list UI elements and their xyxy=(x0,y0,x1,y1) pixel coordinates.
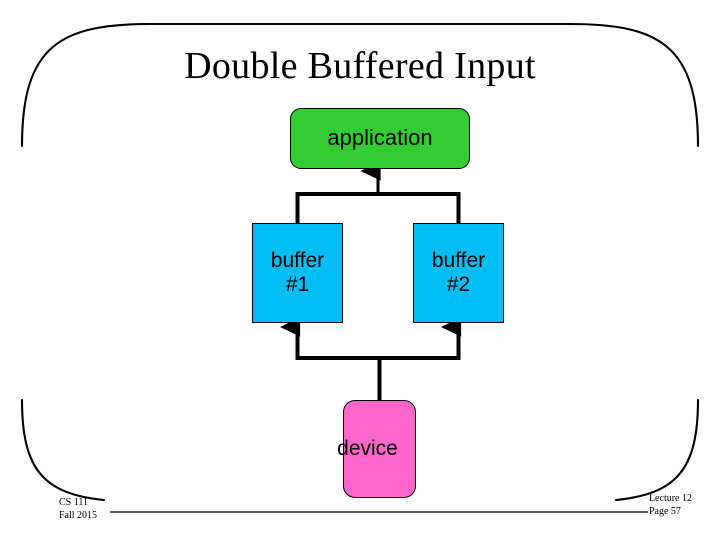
connector-device-to-buffers xyxy=(280,317,462,400)
connector-buffers-to-application xyxy=(295,161,461,223)
diagram-node-buffer-2[interactable]: buffer #2 xyxy=(413,223,504,323)
node-label-buffer-1-line1: buffer xyxy=(270,249,325,273)
footer-left: CS 111 Fall 2015 xyxy=(59,496,97,522)
footer-term: Fall 2015 xyxy=(59,510,98,522)
node-label-buffer-2: buffer #2 xyxy=(432,249,485,296)
node-label-buffer-1-line2: #1 xyxy=(285,273,310,296)
footer-course: CS 111 xyxy=(59,497,88,508)
diagram-node-buffer-1[interactable]: buffer #1 xyxy=(252,223,343,323)
node-label-buffer-2-line1: buffer xyxy=(431,249,486,273)
page-title: Double Buffered Input xyxy=(184,45,536,87)
node-label-buffer-1: buffer #1 xyxy=(271,249,324,296)
node-label-buffer-2-line2: #2 xyxy=(446,273,471,296)
diagram-node-application[interactable]: application xyxy=(290,108,470,169)
node-label-device: device xyxy=(337,437,398,461)
node-label-application: application xyxy=(327,125,433,151)
footer-page-number: Page 57 xyxy=(648,506,681,518)
diagram-node-device[interactable]: device xyxy=(337,400,416,498)
footer-lecture: Lecture 12 xyxy=(648,493,692,504)
footer-right: Lecture 12 Page 57 xyxy=(649,492,692,518)
